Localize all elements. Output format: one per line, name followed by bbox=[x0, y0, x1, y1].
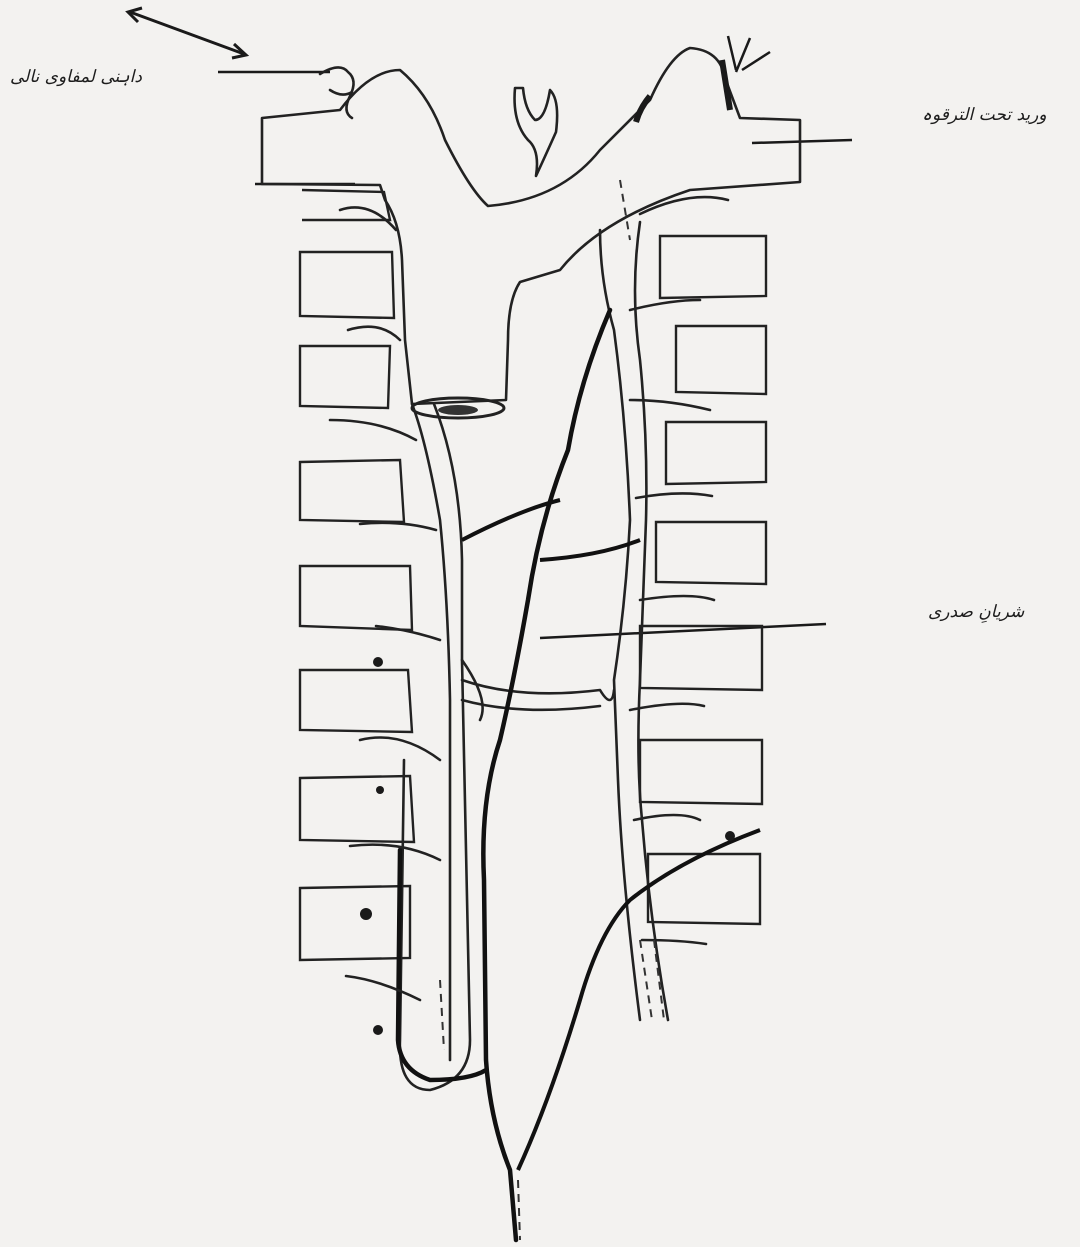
jugular-loop bbox=[515, 88, 558, 176]
label-subclavian-vein: ورید تحت الترقوہ bbox=[922, 104, 1047, 125]
left-intercostal-veins bbox=[330, 208, 440, 1001]
label-right-lymphatic-duct: داہنی لمفاوی نالی bbox=[10, 66, 142, 87]
vena-cava-opening-inner bbox=[438, 405, 478, 415]
double-arrow bbox=[128, 8, 246, 58]
vessel-stub-top-3 bbox=[742, 52, 770, 70]
azygos-vein bbox=[412, 404, 483, 1060]
label-thoracic-aorta: شریانِ صدری bbox=[928, 602, 1024, 622]
hemiazygos-cross-branch bbox=[462, 680, 614, 710]
thoracic-duct-branch bbox=[462, 500, 760, 1170]
hemiazygos-vein bbox=[600, 222, 668, 1020]
right-ribs bbox=[640, 236, 766, 924]
thoracic-duct bbox=[398, 310, 610, 1240]
vessel-stub-top bbox=[728, 36, 736, 70]
brachiocephalic-veins bbox=[262, 48, 800, 404]
dark-vessel-top bbox=[636, 60, 730, 122]
vessel-knots bbox=[360, 657, 735, 1035]
leader-line-subclavian-vein bbox=[752, 140, 852, 143]
